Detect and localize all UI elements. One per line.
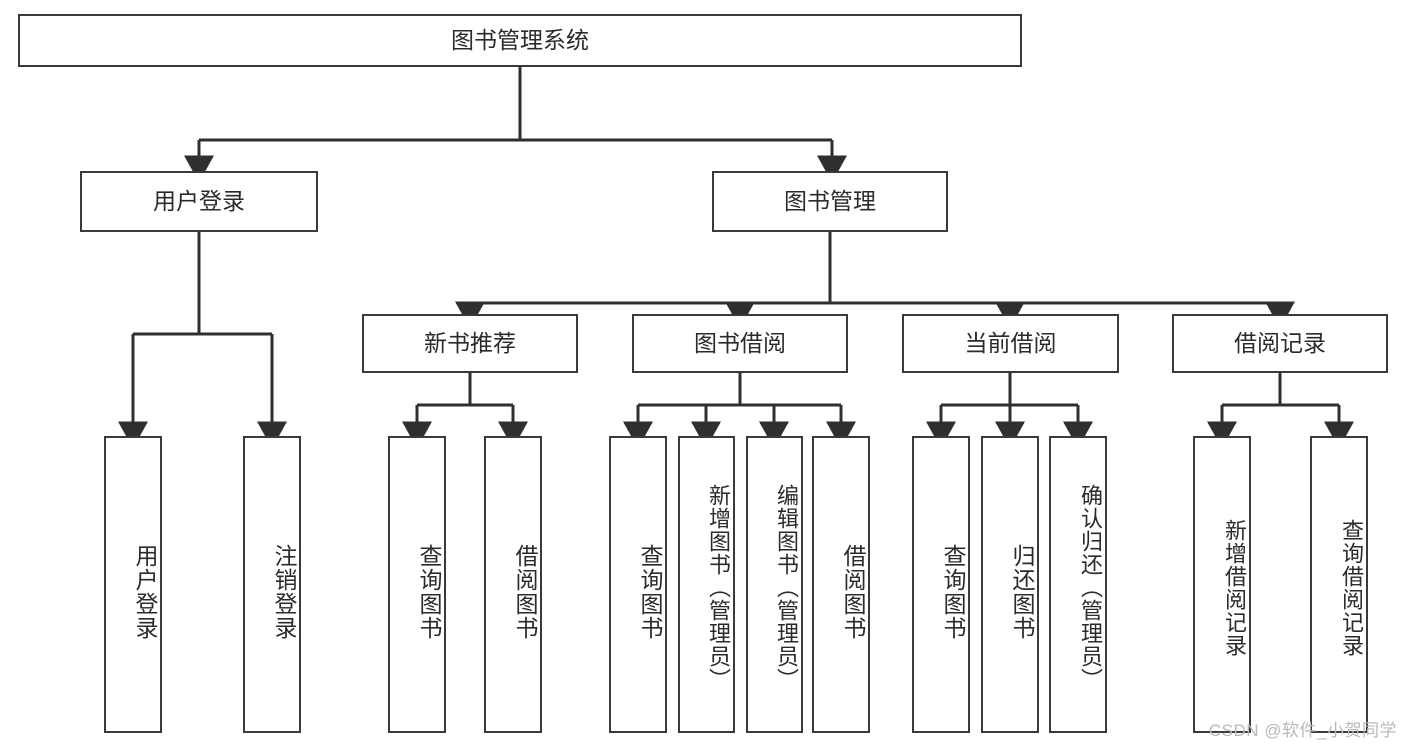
leaf-label: 确认归还（管理员）: [1078, 484, 1103, 691]
leaf-label: 用户登录: [132, 543, 158, 640]
leaf-label: 编辑图书（管理员）: [774, 484, 799, 691]
watermark: CSDN @软件_小贺同学: [1208, 721, 1397, 740]
leaf-label: 借阅图书: [512, 543, 538, 640]
leaf-book-borrow-edit[interactable]: 编辑图书（管理员）: [746, 436, 803, 733]
node-root-label: 图书管理系统: [451, 27, 589, 54]
leaf-label: 新增图书（管理员）: [706, 484, 731, 691]
node-borrow-record-label: 借阅记录: [1234, 330, 1326, 357]
node-borrow-record[interactable]: 借阅记录: [1172, 314, 1388, 373]
leaf-label: 查询图书: [637, 543, 663, 640]
leaf-borrow-record-add[interactable]: 新增借阅记录: [1193, 436, 1251, 733]
node-new-book-recommend[interactable]: 新书推荐: [362, 314, 578, 373]
leaf-book-borrow-borrow[interactable]: 借阅图书: [812, 436, 870, 733]
leaf-current-borrow-query[interactable]: 查询图书: [912, 436, 970, 733]
node-book-management[interactable]: 图书管理: [712, 171, 948, 232]
leaf-label: 查询借阅记录: [1339, 518, 1364, 657]
leaf-label: 借阅图书: [840, 543, 866, 640]
leaf-label: 查询图书: [940, 543, 966, 640]
node-user-login-label: 用户登录: [153, 188, 245, 215]
leaf-user-login-logout[interactable]: 注销登录: [243, 436, 301, 733]
node-book-borrow[interactable]: 图书借阅: [632, 314, 848, 373]
leaf-book-borrow-add[interactable]: 新增图书（管理员）: [678, 436, 735, 733]
node-root[interactable]: 图书管理系统: [18, 14, 1022, 67]
leaf-new-book-query[interactable]: 查询图书: [388, 436, 446, 733]
leaf-current-borrow-return[interactable]: 归还图书: [981, 436, 1039, 733]
leaf-borrow-record-query[interactable]: 查询借阅记录: [1310, 436, 1368, 733]
node-current-borrow[interactable]: 当前借阅: [902, 314, 1119, 373]
node-book-management-label: 图书管理: [784, 188, 876, 215]
node-book-borrow-label: 图书借阅: [694, 330, 786, 357]
leaf-label: 注销登录: [271, 543, 297, 640]
node-current-borrow-label: 当前借阅: [964, 330, 1057, 357]
node-new-book-recommend-label: 新书推荐: [424, 330, 516, 357]
node-user-login[interactable]: 用户登录: [80, 171, 318, 232]
leaf-user-login-login[interactable]: 用户登录: [104, 436, 162, 733]
leaf-book-borrow-query[interactable]: 查询图书: [609, 436, 667, 733]
leaf-label: 查询图书: [416, 543, 442, 640]
leaf-new-book-borrow[interactable]: 借阅图书: [484, 436, 542, 733]
leaf-label: 新增借阅记录: [1222, 518, 1247, 657]
leaf-current-borrow-confirm-return[interactable]: 确认归还（管理员）: [1049, 436, 1107, 733]
leaf-label: 归还图书: [1009, 543, 1035, 640]
